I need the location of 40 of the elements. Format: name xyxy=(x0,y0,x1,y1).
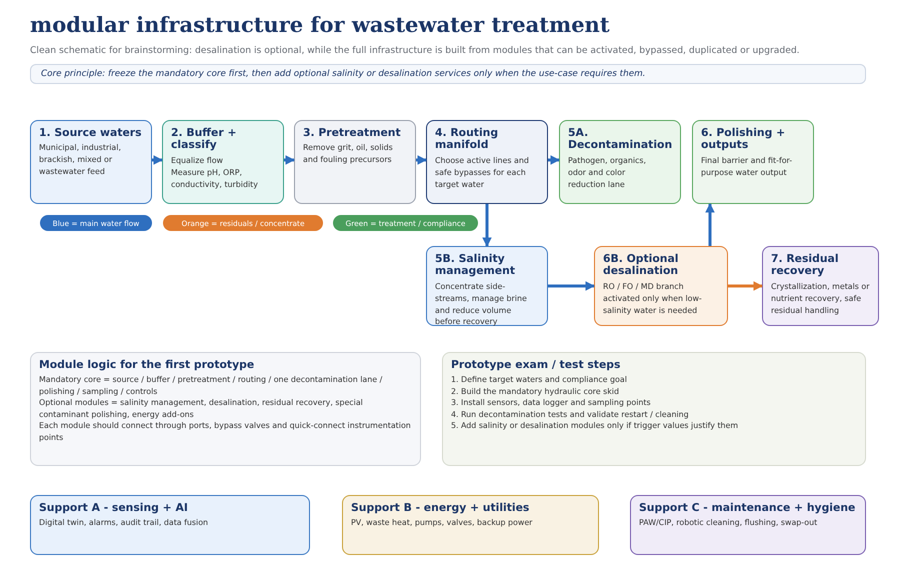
info-panel xyxy=(30,352,421,466)
flow-arrow xyxy=(152,155,163,165)
module-title: 5A. Decontamination xyxy=(568,127,672,152)
flow-arrow xyxy=(284,155,295,165)
flow-arrow xyxy=(548,155,560,165)
flow-arrow xyxy=(728,281,763,291)
flow-arrow xyxy=(416,155,427,165)
module-box xyxy=(426,246,548,326)
module-title: 6. Polishing + outputs xyxy=(701,127,786,152)
support-box xyxy=(342,495,599,555)
flow-arrow xyxy=(548,281,595,291)
module-title: 2. Buffer + classify xyxy=(171,127,238,152)
module-box xyxy=(559,120,681,204)
module-title: Prototype exam / test steps xyxy=(451,359,622,372)
module-box xyxy=(30,120,152,204)
module-box xyxy=(692,120,814,204)
module-title: 5B. Salinity management xyxy=(435,253,516,278)
diagram-title: modular infrastructure for wastewater treatment xyxy=(30,12,610,37)
module-title: 1. Source waters xyxy=(39,127,143,140)
module-box xyxy=(294,120,416,204)
module-title: 4. Routing manifold xyxy=(435,127,500,152)
module-box xyxy=(162,120,284,204)
info-panel xyxy=(442,352,866,466)
module-title: Support B - energy + utilities xyxy=(351,502,530,514)
module-title: Support C - maintenance + hygiene xyxy=(639,502,856,514)
flow-arrow xyxy=(482,204,492,247)
module-title: 6B. Optional desalination xyxy=(603,253,680,278)
module-box xyxy=(426,120,548,204)
support-box xyxy=(630,495,866,555)
module-box xyxy=(762,246,879,326)
principle-text: Core principle: freeze the mandatory core first, then add optional salinity or desalination services only when the use-case requires them. xyxy=(41,69,646,79)
module-box xyxy=(594,246,728,326)
subtitle: Clean schematic for brainstorming: desalination is optional, while the full infrastructure is built from modules that can be activated, bypassed, duplicated or upgraded. xyxy=(30,45,800,56)
support-box xyxy=(30,495,310,555)
module-title: Module logic for the first prototype xyxy=(39,359,256,372)
module-title: 7. Residual recovery xyxy=(771,253,840,278)
module-title: 3. Pretreatment xyxy=(303,127,402,140)
principle-banner xyxy=(30,64,866,84)
module-title: Support A - sensing + AI xyxy=(39,502,189,514)
flow-arrow xyxy=(705,203,715,246)
